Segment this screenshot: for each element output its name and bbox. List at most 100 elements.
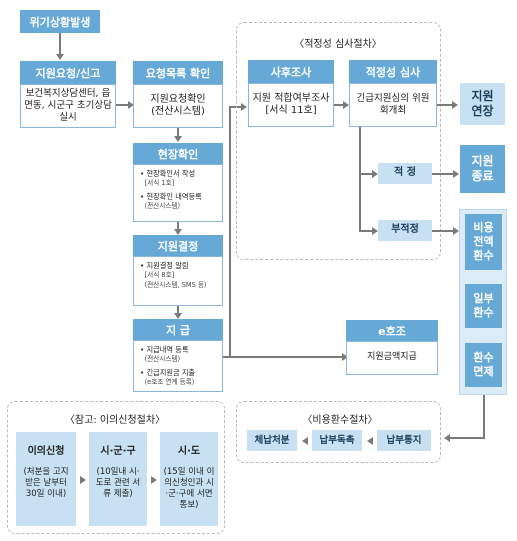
bad-box: 부적정 (378, 220, 432, 241)
extend-box: 지원 연장 (460, 83, 505, 125)
objection-step2-title: 시·군·구 (100, 446, 136, 457)
arrow-head (453, 170, 459, 178)
objection-step2: 시·군·구 (10일내 시·도로 관련 서류 제출) (89, 432, 147, 526)
objection-step3-body: (15일 이내 이의신청인과 시·군·구에 서면 통보) (163, 467, 215, 511)
payment-item2: 긴급지원금 지출 (146, 367, 196, 377)
arrow-head (452, 101, 458, 109)
objection-step1: 이의신청 (처분을 고지 받은 날부터 30일 이내) (16, 432, 76, 526)
arrow-line (177, 306, 179, 314)
decision-item1-sub: [서식 8호] (144, 271, 175, 280)
arrow-head (80, 476, 86, 484)
refund-all-box: 비용 전액 환수 (465, 214, 502, 270)
site-check-title: 현장확인 (157, 147, 199, 161)
site-check-item: • 현장확인 내역등록 (전산시스템) (140, 191, 202, 211)
site-item2-sub: (전산시스템) (144, 202, 181, 211)
objection-title: 〈참고: 이의신청절차〉 (40, 411, 190, 426)
judge-body: 긴급지원심의 위원회개최 (349, 83, 437, 127)
post-survey-line2: [서식 11호] (265, 105, 317, 116)
arrow-line (334, 104, 344, 106)
decision-body: • 지원결정 알림 [서식 8호] (전산시스템, SMS 등) (133, 256, 223, 306)
request-body: 보건복지상담센터, 읍면동, 시군구 초기상담실시 (20, 84, 116, 128)
arrow-line (229, 106, 242, 108)
objection-step3: 시·도 (15일 이내 이의신청인과 시·군·구에 서면 통보) (160, 432, 218, 526)
refund-part-label: 일부 환수 (473, 292, 494, 319)
arrow-line (116, 104, 130, 106)
arrow-line (177, 128, 179, 137)
arrow-line (449, 437, 485, 439)
bad-label: 부적정 (391, 224, 419, 236)
judge-header: 적정성 심사 (349, 60, 437, 83)
ehojo-title: e호조 (378, 324, 406, 338)
arrow-line (483, 395, 485, 438)
judge-title: 적정성 심사 (365, 65, 421, 79)
arrow-line (359, 127, 361, 231)
arrow-line (59, 33, 61, 55)
decision-title: 지원결정 (157, 239, 199, 253)
arrow-head (342, 353, 348, 361)
objection-step1-title: 이의신청 (27, 446, 65, 457)
arrow-line (229, 106, 231, 357)
refund-proc-title: 〈비용환수절차〉 (290, 411, 390, 426)
payment-item1-sub: (전산시스템) (144, 355, 181, 364)
refund-part-box: 일부 환수 (465, 284, 502, 328)
arrow-head (241, 103, 247, 111)
arrow-line (432, 230, 454, 232)
arrow-line (432, 173, 454, 175)
payment-header: 지 급 (133, 319, 223, 340)
site-item1: 현장확인서 작성 (146, 169, 196, 178)
ehojo-header: e호조 (346, 320, 438, 341)
notice-label: 납부통지 (386, 434, 422, 446)
site-check-item: • 현장확인서 작성 [서식 1호] (140, 169, 196, 188)
payment-item2-sub: (e호조 연계 등록) (144, 378, 195, 387)
arrow-head (56, 54, 64, 60)
refund-proc-region (236, 401, 441, 463)
arrow-head (367, 437, 373, 445)
check-request-body: 지원요청확인 (전산시스템) (133, 84, 223, 128)
arrow-head (174, 229, 182, 235)
request-title: 지원요청/신고 (35, 66, 101, 80)
ehojo-body-text: 지원금액지급 (367, 352, 417, 363)
end-box: 지원 종료 (460, 145, 505, 193)
objection-step3-title: 시·도 (177, 446, 201, 457)
site-check-header: 현장확인 (133, 143, 223, 164)
arrow-head (444, 434, 450, 442)
payment-item: • 긴급지원금 지출 (e호조 연계 등록) (140, 367, 196, 387)
objection-region (7, 401, 225, 534)
request-header: 지원요청/신고 (20, 61, 116, 84)
arrow-head (372, 170, 378, 178)
crisis-label: 위기상황발생 (29, 15, 91, 29)
arrow-head (151, 476, 157, 484)
check-request-header: 요청목록 확인 (133, 61, 223, 84)
post-survey-line1: 지원 적합여부조사 (252, 92, 330, 104)
post-survey-body: 지원 적합여부조사 [서식 11호] (248, 83, 334, 127)
ok-label: 적 정 (394, 167, 416, 179)
review-title: 〈적정성 심사절차〉 (280, 35, 396, 50)
urge-box: 납부독촉 (312, 430, 362, 451)
ehojo-body: 지원금액지급 (346, 341, 438, 375)
refund-exempt-label: 환수 면제 (473, 351, 494, 378)
post-survey-title: 사후조사 (270, 65, 312, 79)
payment-body: • 지급내역 등록 (전산시스템) • 긴급지원금 지출 (e호조 연계 등록) (133, 340, 223, 392)
urge-label: 납부독촉 (319, 434, 355, 446)
decision-item1: 지원결정 알림 (146, 261, 189, 270)
check-request-line2: (전산시스템) (151, 106, 205, 117)
crisis-box: 위기상황발생 (20, 10, 100, 33)
site-item1-sub: [서식 1호] (144, 179, 175, 188)
site-check-body: • 현장확인서 작성 [서식 1호] • 현장확인 내역등록 (전산시스템) (133, 164, 223, 222)
payment-title: 지 급 (165, 323, 191, 337)
arrow-line (359, 230, 373, 232)
arrow-head (128, 101, 134, 109)
arrow-head (302, 437, 308, 445)
refund-all-label: 비용 전액 환수 (473, 221, 494, 262)
site-item2: 현장확인 내역등록 (146, 191, 202, 201)
judge-body-text: 긴급지원심의 위원회개최 (356, 93, 430, 116)
arrow-head (453, 227, 459, 235)
end-label: 지원 종료 (471, 154, 494, 183)
arrow-head (174, 313, 182, 319)
arrears-box: 체납처분 (247, 430, 297, 451)
decision-item1-sub2: (전산시스템, SMS 등) (144, 280, 207, 289)
arrow-head (343, 101, 349, 109)
arrow-line (359, 173, 373, 175)
objection-step2-body: (10일내 시·도로 관련 서류 제출) (95, 467, 141, 500)
post-survey-header: 사후조사 (248, 60, 334, 83)
